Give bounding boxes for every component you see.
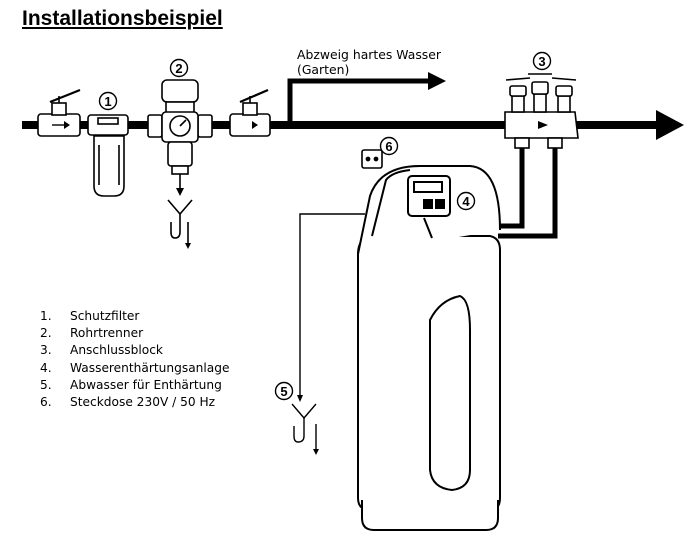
legend-number: 2. bbox=[40, 326, 52, 341]
svg-text:3: 3 bbox=[538, 54, 545, 69]
svg-text:2: 2 bbox=[175, 61, 182, 76]
backflow-preventer bbox=[147, 79, 213, 196]
water-softener bbox=[357, 165, 501, 531]
callout-2: 2 bbox=[169, 58, 189, 78]
connection-block bbox=[504, 73, 579, 149]
softener-drain-line bbox=[291, 213, 365, 455]
legend-item: 5. Abwasser für Enthärtung bbox=[40, 377, 229, 394]
legend-number: 5. bbox=[40, 377, 52, 392]
legend-number: 3. bbox=[40, 343, 52, 358]
legend-item: 3. Anschlussblock bbox=[40, 342, 229, 359]
callout-1: 1 bbox=[98, 91, 118, 111]
svg-text:5: 5 bbox=[280, 384, 287, 399]
legend-text: Wasserenthärtungsanlage bbox=[70, 360, 230, 375]
branch-label-line1: Abzweig hartes Wasser bbox=[297, 47, 442, 62]
legend-number: 6. bbox=[40, 395, 52, 410]
legend-list: 1. Schutzfilter 2. Rohrtrenner 3. Anschluss… bbox=[40, 308, 229, 411]
legend-item: 1. Schutzfilter bbox=[40, 308, 229, 325]
legend-text: Abwasser für Enthärtung bbox=[70, 377, 222, 392]
callout-4: 4 bbox=[456, 191, 476, 211]
shutoff-valve-right bbox=[229, 88, 271, 137]
svg-text:1: 1 bbox=[104, 94, 111, 109]
shutoff-valve-left bbox=[37, 88, 81, 137]
legend-text: Schutzfilter bbox=[70, 309, 140, 323]
svg-text:6: 6 bbox=[385, 139, 392, 154]
legend-number: 1. bbox=[40, 309, 52, 323]
legend-text: Anschlussblock bbox=[70, 343, 163, 358]
callout-3: 3 bbox=[532, 51, 552, 71]
callout-6: 6 bbox=[379, 136, 399, 156]
branch-label-line2: (Garten) bbox=[297, 62, 349, 77]
legend-text: Steckdose 230V / 50 Hz bbox=[70, 395, 216, 410]
legend-number: 4. bbox=[40, 360, 52, 375]
protective-filter bbox=[87, 114, 129, 197]
hard-water-branch bbox=[287, 72, 446, 125]
page-title: Installationsbeispiel bbox=[22, 7, 223, 30]
legend-item: 2. Rohrtrenner bbox=[40, 325, 229, 342]
legend-text: Rohrtrenner bbox=[70, 326, 144, 341]
legend-item: 4. Wasserenthärtungsanlage bbox=[40, 360, 229, 377]
drain-funnel-top bbox=[167, 199, 193, 249]
legend-item: 6. Steckdose 230V / 50 Hz bbox=[40, 394, 229, 411]
callout-5: 5 bbox=[274, 381, 294, 401]
softener-pipes bbox=[498, 148, 558, 239]
wall-socket bbox=[361, 149, 383, 169]
svg-text:4: 4 bbox=[462, 194, 470, 209]
